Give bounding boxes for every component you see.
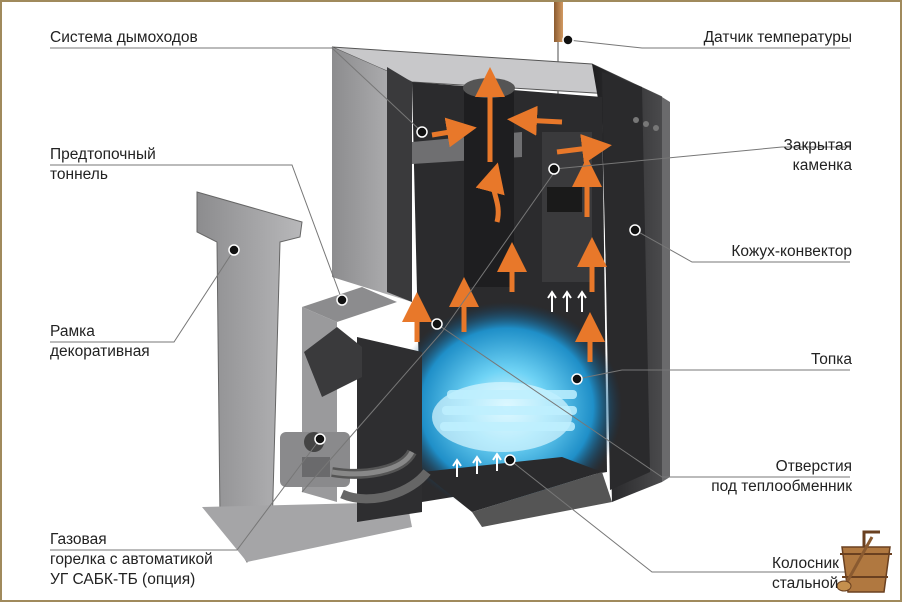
label-convector-casing: Кожух-конвектор: [731, 243, 852, 260]
label-gas-burner-line2: горелка с автоматикой: [50, 551, 213, 568]
label-decorative-frame-line2: декоративная: [50, 343, 150, 360]
steel-grate: [422, 457, 602, 512]
label-temperature-sensor: Датчик температуры: [703, 29, 852, 46]
label-closed-heater-line2: каменка: [792, 157, 852, 174]
label-prefurnace-tunnel-line2: тоннель: [50, 166, 108, 183]
label-heat-exchanger-holes-line1: Отверстия: [775, 458, 852, 475]
sensor-rod: [554, 2, 563, 42]
callout-dots: [228, 34, 641, 466]
sauna-bucket-ladle-icon: [836, 530, 892, 593]
air-flow-arrows: [452, 290, 587, 477]
gas-burner-shape: [280, 432, 431, 504]
label-heat-exchanger-holes-line2: под теплообменник: [711, 478, 852, 495]
label-gas-burner-line1: Газовая: [50, 531, 107, 548]
burner-rows: [440, 390, 577, 431]
heat-flow-arrows: [402, 67, 612, 362]
label-gas-burner-line3: УГ САБК-ТБ (опция): [50, 571, 196, 588]
callout-lines: [50, 39, 850, 573]
label-steel-grate-line2: стальной: [772, 575, 839, 592]
label-prefurnace-tunnel-line1: Предтопочный: [50, 146, 156, 163]
prefurnace-tunnel-shape: [302, 287, 397, 322]
label-firebox: Топка: [810, 351, 852, 368]
label-closed-heater-line1: Закрытая: [783, 137, 852, 154]
label-decorative-frame-line1: Рамка: [50, 323, 95, 340]
label-chimney-system: Система дымоходов: [50, 29, 198, 46]
label-steel-grate-line1: Колосник: [772, 555, 839, 572]
